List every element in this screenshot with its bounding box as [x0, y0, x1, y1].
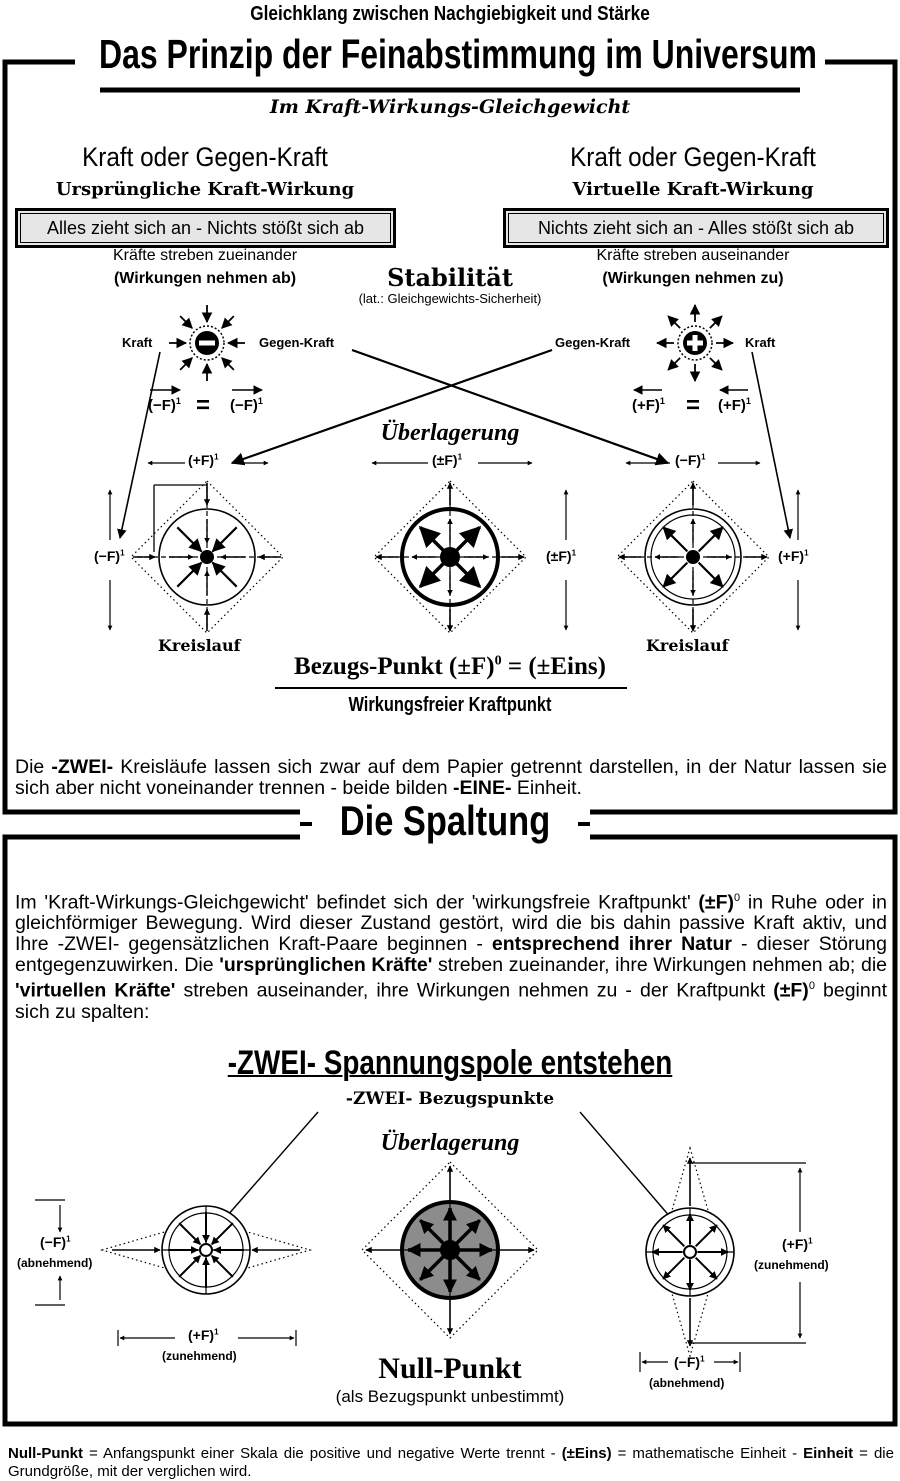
pole-right-bottom-label: (−F)1	[674, 1354, 705, 1370]
left-heading: Kraft oder Gegen-Kraft	[82, 142, 328, 172]
pole-left-bottom-label: (+F)1	[188, 1327, 219, 1343]
right-line1: Kräfte streben auseinander	[596, 247, 790, 264]
left-subheading: Ursprüngliche Kraft-Wirkung	[55, 179, 355, 200]
left-eq-left: (−F)1	[148, 396, 181, 414]
left-label-gegenkraft: Gegen-Kraft	[259, 335, 335, 350]
stability-note: (lat.: Gleichgewichts-Sicherheit)	[358, 291, 542, 306]
right-heading: Kraft oder Gegen-Kraft	[570, 142, 816, 172]
paragraph-cycles: Die -ZWEI- Kreisläufe lassen sich zwar a…	[15, 755, 887, 799]
pole-left-side-note: (abnehmend)	[17, 1256, 93, 1270]
section-title-spaltung: Die Spaltung	[339, 797, 551, 844]
repulsion-symbol	[655, 303, 735, 383]
right-line2: (Wirkungen nehmen zu)	[602, 270, 784, 287]
pole-right-bottom-note: (abnehmend)	[649, 1376, 725, 1390]
left-eq-sign: =	[196, 392, 211, 419]
cycle-right-side-label: (+F)1	[778, 548, 809, 564]
cycle-left-caption: Kreislauf	[158, 636, 241, 655]
right-eq-right: (+F)1	[718, 396, 751, 414]
left-label-kraft: Kraft	[122, 335, 153, 350]
cycle-mid-side-label: (±F)1	[546, 548, 577, 564]
left-statement-text: Alles zieht sich an - Nichts stößt sich …	[46, 217, 365, 238]
poles-title: -ZWEI- Spannungspole entstehen	[227, 1044, 673, 1082]
dimension-markers-bottom	[35, 1162, 806, 1372]
pole-right-side-note: (zunehmend)	[754, 1258, 829, 1272]
frame-bottom	[2, 834, 898, 1427]
right-statement-box: Nichts zieht sich an - Alles stößt sich …	[503, 208, 889, 248]
cycle-right-top-label: (−F)1	[675, 452, 706, 468]
paragraph-spaltung: Im 'Kraft-Wirkungs-Gleichgewicht' befind…	[15, 891, 888, 1023]
connector-lines	[117, 351, 793, 539]
left-statement-box: Alles zieht sich an - Nichts stößt sich …	[15, 208, 396, 248]
pole-attraction	[99, 1205, 313, 1295]
pole-left-bottom-note: (zunehmend)	[162, 1349, 237, 1363]
pole-right-side-label: (+F)1	[782, 1236, 813, 1252]
pole-left-side-label: (−F)1	[40, 1234, 71, 1250]
left-line1: Kräfte streben zueinander	[112, 247, 298, 264]
right-label-gegenkraft: Gegen-Kraft	[555, 335, 631, 350]
null-point-note: (als Bezugspunkt unbestimmt)	[335, 1387, 565, 1406]
cycle-attraction	[130, 480, 284, 634]
left-eq-right: (−F)1	[230, 396, 263, 414]
cycle-right-caption: Kreislauf	[646, 636, 729, 655]
left-line2: (Wirkungen nehmen ab)	[113, 270, 297, 287]
pole-repulsion	[645, 1145, 735, 1359]
pole-null	[361, 1161, 539, 1339]
poles-subtitle: -ZWEI- Bezugspunkte	[345, 1089, 555, 1109]
right-eq-left: (+F)1	[632, 396, 665, 414]
cycle-left-side-label: (−F)1	[94, 548, 125, 564]
right-label-kraft: Kraft	[745, 335, 776, 350]
overlay-title-top: Überlagerung	[380, 420, 520, 446]
cycle-overlay	[373, 480, 527, 634]
dimension-markers-top	[107, 460, 801, 631]
page-title: Das Prinzip der Feinabstimmung im Univer…	[99, 31, 817, 77]
cycle-left-top-label: (+F)1	[188, 452, 219, 468]
right-subheading: Virtuelle Kraft-Wirkung	[572, 179, 814, 200]
cycle-mid-top-label: (±F)1	[432, 452, 463, 468]
header-tagline: Im Kraft-Wirkungs-Gleichgewicht	[269, 96, 631, 118]
attraction-symbol	[169, 305, 245, 381]
overlay-title-bottom: Überlagerung	[380, 1130, 520, 1156]
reference-caption: Wirkungsfreier Kraftpunkt	[348, 694, 552, 716]
right-eq-sign: =	[686, 392, 701, 419]
crossing-arrows	[230, 348, 670, 466]
header-subtitle: Gleichklang zwischen Nachgiebigkeit und …	[250, 3, 650, 25]
stability-title: Stabilität	[387, 263, 513, 292]
reference-formula: Bezugs-Punkt (±F)0 = (±Eins)	[294, 653, 606, 680]
right-statement-text: Nichts zieht sich an - Alles stößt sich …	[537, 217, 855, 238]
frame-top	[2, 59, 898, 815]
cycle-repulsion	[616, 480, 770, 634]
null-point-title: Null-Punkt	[378, 1352, 522, 1385]
footer-note: Null-Punkt = Anfangspunkt einer Skala di…	[8, 1445, 894, 1480]
